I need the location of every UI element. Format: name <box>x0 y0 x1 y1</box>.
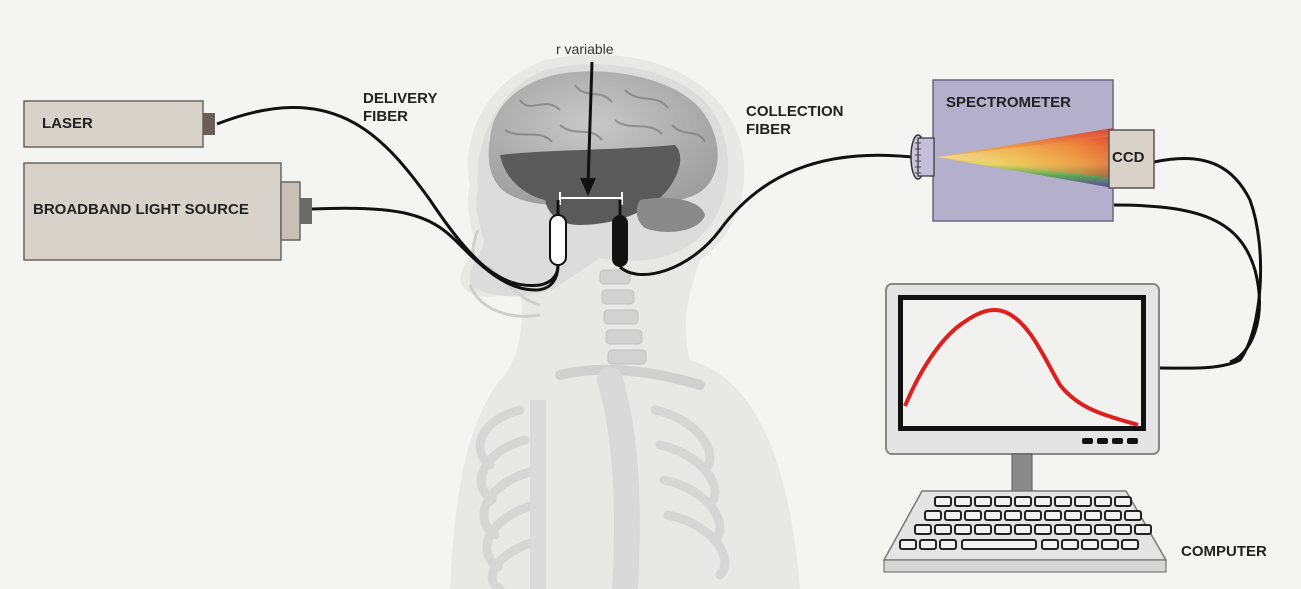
keyboard-key <box>1082 540 1098 549</box>
keyboard-key <box>1075 497 1091 506</box>
keyboard-key <box>915 525 931 534</box>
keyboard-key <box>975 525 991 534</box>
keyboard-key <box>985 511 1001 520</box>
keyboard-icon <box>884 491 1166 572</box>
keyboard-key <box>975 497 991 506</box>
keyboard-key <box>1125 511 1141 520</box>
keyboard-key <box>1065 511 1081 520</box>
keyboard-key <box>1095 497 1111 506</box>
keyboard-key <box>900 540 916 549</box>
delivery-fiber-label-line2: FIBER <box>363 108 408 126</box>
keyboard-key <box>955 525 971 534</box>
keyboard-key <box>1005 511 1021 520</box>
r-variable-label: r variable <box>556 40 614 58</box>
ccd-to-computer-cable-1 <box>1154 158 1261 368</box>
laser-label: LASER <box>42 115 93 133</box>
keyboard-key <box>1035 525 1051 534</box>
keyboard-key <box>1062 540 1078 549</box>
keyboard-key <box>1015 497 1031 506</box>
keyboard-key <box>940 540 956 549</box>
keyboard-key <box>1122 540 1138 549</box>
computer-monitor-icon <box>886 284 1159 492</box>
collection-fiber-label-line1: COLLECTION <box>746 103 844 121</box>
keyboard-key <box>935 497 951 506</box>
keyboard-key <box>965 511 981 520</box>
keyboard-key <box>1035 497 1051 506</box>
keyboard-key <box>935 525 951 534</box>
keyboard-key <box>945 511 961 520</box>
keyboard-key <box>1075 525 1091 534</box>
keyboard-key <box>1085 511 1101 520</box>
keyboard-key <box>1115 497 1131 506</box>
keyboard-key <box>920 540 936 549</box>
keyboard-key <box>925 511 941 520</box>
spectrometer-label: SPECTROMETER <box>946 94 1071 112</box>
collection-fiber-label-line2: FIBER <box>746 121 791 139</box>
delivery-fiber-label-line1: DELIVERY <box>363 90 437 108</box>
broadband-label: BROADBAND LIGHT SOURCE <box>33 201 249 219</box>
computer-label: COMPUTER <box>1181 543 1267 561</box>
keyboard-key <box>1102 540 1118 549</box>
keyboard-key <box>1055 497 1071 506</box>
keyboard-key <box>995 497 1011 506</box>
keyboard-key <box>1055 525 1071 534</box>
keyboard-spacebar <box>962 540 1036 549</box>
keyboard-key <box>1105 511 1121 520</box>
keyboard-key <box>1135 525 1151 534</box>
ccd-label: CCD <box>1112 149 1145 167</box>
keyboard-key <box>1095 525 1111 534</box>
keyboard-key <box>1115 525 1131 534</box>
keyboard-key <box>995 525 1011 534</box>
keyboard-key <box>1025 511 1041 520</box>
keyboard-key <box>1045 511 1061 520</box>
keyboard-key <box>955 497 971 506</box>
keyboard-key <box>1042 540 1058 549</box>
keyboard-key <box>1015 525 1031 534</box>
